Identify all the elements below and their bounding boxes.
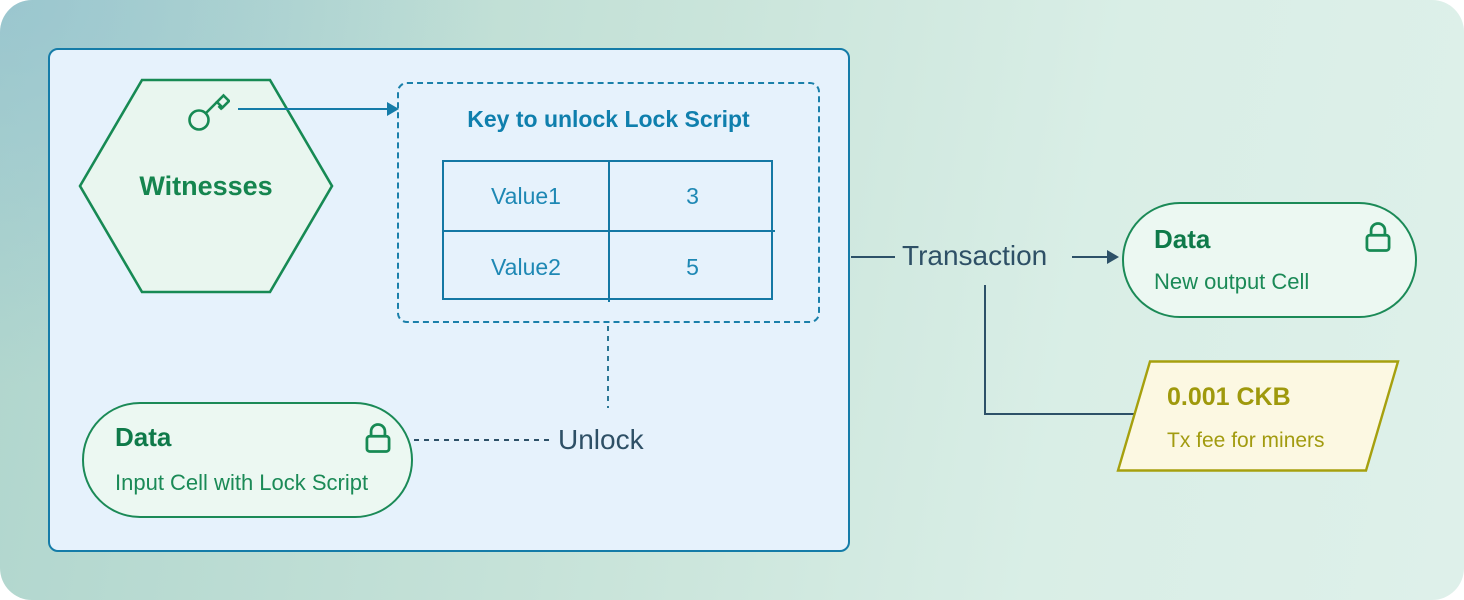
unlock-label: Unlock [558, 424, 644, 455]
table-cell-value1-label: Value1 [444, 162, 610, 232]
key-script-box [397, 82, 820, 323]
transaction-label: Transaction [902, 240, 1048, 271]
table-cell-value1-value: 3 [610, 162, 775, 232]
key-box-title: Key to unlock Lock Script [467, 106, 750, 132]
lock-icon [365, 423, 391, 453]
table-cell-value2-value: 5 [686, 253, 699, 280]
box-to-transaction-line [851, 256, 895, 258]
transaction-arrow-head [1107, 250, 1119, 264]
input-cell-pill [82, 402, 413, 518]
fee-parallelogram [1116, 360, 1400, 472]
transaction-to-output-line [1072, 256, 1108, 258]
transaction-to-fee-vertical-line [984, 285, 986, 414]
output-cell-subtitle: New output Cell [1154, 269, 1310, 294]
key-value-table: Value1 3 Value2 5 [442, 160, 775, 302]
fee-amount: 0.001 CKB [1167, 383, 1291, 411]
input-cell-title: Data [115, 422, 172, 452]
arrow-key-to-keybox-line [238, 108, 388, 110]
key-icon [188, 93, 230, 131]
output-cell-pill [1122, 202, 1417, 318]
arrow-key-to-keybox-head [387, 102, 399, 116]
input-cell-subtitle: Input Cell with Lock Script [115, 470, 369, 495]
keybox-to-unlock-dashed-line [607, 326, 609, 408]
witnesses-hexagon [78, 78, 334, 294]
witnesses-label: Witnesses [139, 171, 273, 201]
fee-subtitle: Tx fee for miners [1167, 429, 1325, 452]
table-cell-value2-label: Value2 [444, 232, 610, 302]
output-cell-title: Data [1154, 224, 1211, 254]
unlock-to-lock-dotted-line [404, 439, 550, 441]
transaction-to-fee-horizontal-line [984, 413, 1136, 415]
lock-icon [1365, 222, 1391, 252]
